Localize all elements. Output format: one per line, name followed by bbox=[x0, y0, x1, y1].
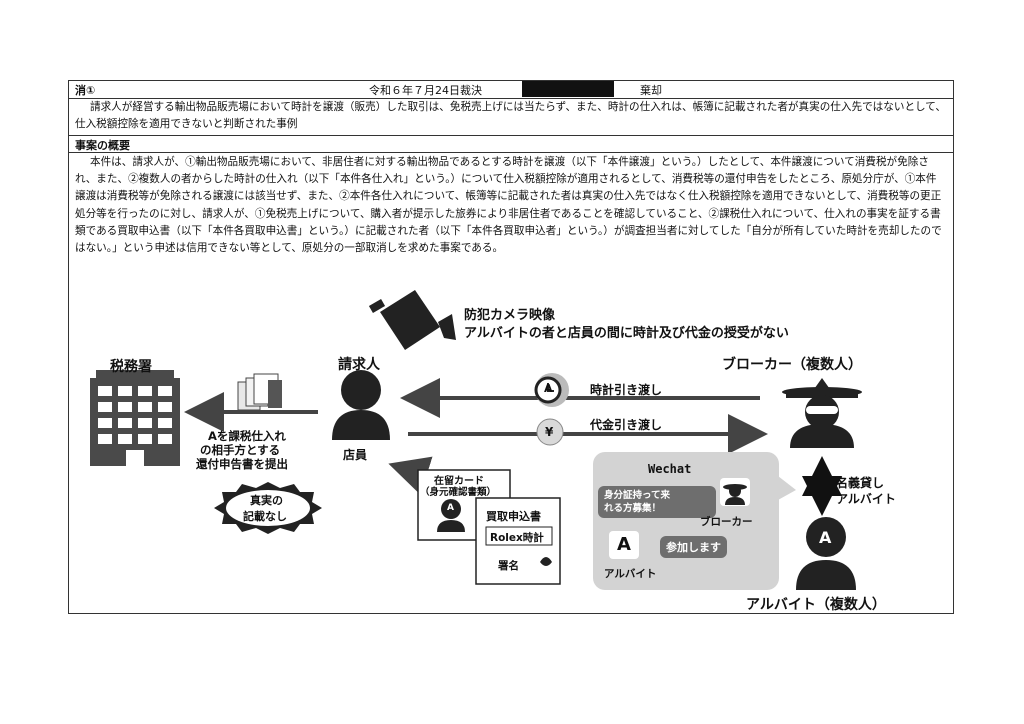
tax-return-note-1: Aを課税仕入れ bbox=[208, 429, 286, 443]
wechat-broker-avatar bbox=[720, 478, 750, 506]
case-summary: 請求人が経営する輸出物品販売場において時計を譲渡（販売）した取引は、免税売上げに… bbox=[69, 98, 953, 136]
purchase-form-label: 買取申込書 bbox=[486, 510, 541, 523]
card-avatar-letter: A bbox=[447, 503, 454, 513]
signature-label: 署名 bbox=[498, 560, 519, 572]
rolex-label: Rolex時計 bbox=[490, 532, 544, 544]
tax-return-note-2: の相手方とする bbox=[200, 443, 281, 457]
part-timer-person-icon bbox=[796, 517, 856, 590]
wechat-title: Wechat bbox=[648, 462, 692, 476]
decision-date: 令和６年７月24日裁決 bbox=[369, 84, 482, 97]
wechat-parttimer-letter: A bbox=[617, 534, 631, 555]
no-true-record-burst bbox=[214, 482, 322, 534]
case-document: 消① 令和６年７月24日裁決 棄却 請求人が経営する輸出物品販売場において時計を… bbox=[68, 80, 954, 614]
section-title: 事案の概要 bbox=[69, 136, 953, 153]
signature-mark-icon bbox=[540, 557, 552, 566]
yen-coin-icon bbox=[536, 418, 564, 446]
watch-handover-label: 時計引き渡し bbox=[590, 383, 663, 397]
wechat-chat-window bbox=[593, 452, 779, 590]
name-lending-label-2: アルバイト bbox=[836, 492, 896, 506]
case-header: 消① 令和６年７月24日裁決 棄却 bbox=[69, 81, 953, 99]
decision-result: 棄却 bbox=[640, 84, 662, 97]
wechat-broker-label: ブローカー bbox=[700, 516, 753, 528]
wechat-message-join: 参加します bbox=[660, 536, 727, 558]
claimant-person-icon bbox=[332, 370, 390, 440]
broker-spy-icon bbox=[782, 378, 862, 448]
tax-office-label: 税務署 bbox=[110, 359, 152, 375]
case-overview: 本件は、請求人が、①輸出物品販売場において、非居住者に対する輸出物品であるとする… bbox=[69, 154, 953, 257]
residence-card-label: 在留カード bbox=[434, 476, 484, 487]
case-id: 消① bbox=[75, 84, 96, 97]
wechat-message-recruit: 身分証持って来れる方募集！ bbox=[598, 486, 716, 518]
name-lending-label-1: 名義貸し bbox=[836, 476, 885, 490]
residence-card-sublabel: （身元確認書類） bbox=[420, 487, 497, 498]
purchase-form-document bbox=[475, 497, 561, 585]
camera-caption-2: アルバイトの者と店員の間に時計及び代金の授受がない bbox=[464, 326, 789, 341]
clerk-label: 店員 bbox=[343, 448, 368, 462]
summary-text: 請求人が経営する輸出物品販売場において時計を譲渡（販売）した取引は、免税売上げに… bbox=[75, 101, 946, 130]
wechat-parttimer-avatar bbox=[609, 531, 639, 559]
wechat-parttimer-label: アルバイト bbox=[604, 568, 657, 580]
watch-icon bbox=[534, 373, 569, 407]
parttimer-avatar-letter: A bbox=[819, 528, 832, 547]
broker-label: ブローカー（複数人） bbox=[722, 357, 862, 373]
yen-symbol: ¥ bbox=[545, 425, 554, 439]
tax-return-note-3: 還付申告書を提出 bbox=[196, 457, 288, 471]
payment-handover-label: 代金引き渡し bbox=[590, 418, 663, 432]
security-camera-icon bbox=[368, 290, 456, 350]
burst-text-1: 真実の bbox=[250, 494, 283, 507]
redaction-block bbox=[522, 81, 614, 97]
tax-office-building-icon bbox=[90, 370, 180, 466]
burst-text-2: 記載なし bbox=[243, 510, 287, 523]
watch-avatar-letter: A bbox=[544, 382, 553, 395]
documents-icon bbox=[237, 373, 282, 411]
camera-caption-1: 防犯カメラ映像 bbox=[464, 308, 556, 323]
parttimers-label: アルバイト（複数人） bbox=[746, 597, 886, 613]
claimant-label: 請求人 bbox=[338, 357, 380, 373]
overview-text: 本件は、請求人が、①輸出物品販売場において、非居住者に対する輸出物品であるとする… bbox=[75, 156, 942, 255]
